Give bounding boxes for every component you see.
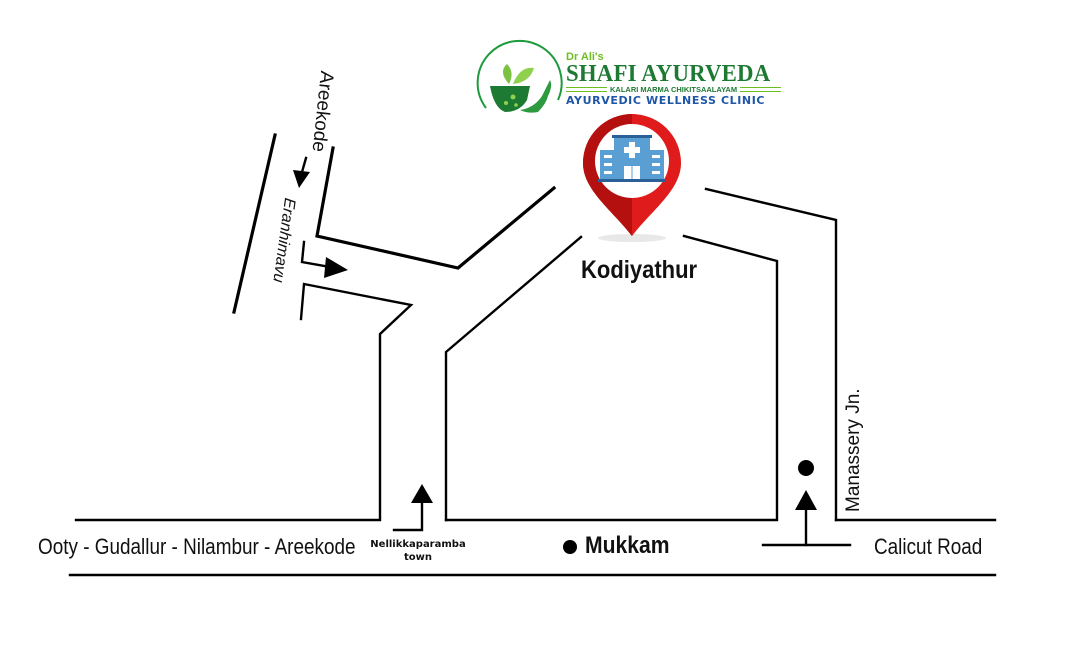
town-sub: town	[403, 552, 432, 563]
road-edge	[315, 146, 557, 270]
arrow-up-icon	[411, 484, 433, 503]
brand-prefix: Dr Ali's	[566, 51, 604, 63]
areekode-branch	[232, 133, 557, 314]
road-label-calicut: Calicut Road	[874, 534, 983, 559]
direction-arrows	[293, 156, 852, 554]
road-edge	[74, 282, 414, 522]
brand-logo: Dr Ali's SHAFI AYURVEDA KALARI MARMA CHI…	[566, 51, 782, 108]
road-edge	[232, 133, 277, 314]
hospital-location-pin-icon	[583, 114, 681, 242]
town-name: Nellikkaparamba	[370, 539, 466, 550]
road-edge	[704, 187, 838, 522]
place-label-nellikkaparamba: Nellikkaparamba town	[366, 538, 470, 564]
brand-name: SHAFI AYURVEDA	[566, 61, 771, 87]
brand-subtitle: KALARI MARMA CHIKITSAALAYAM	[610, 85, 738, 94]
destination-label: Kodiyathur	[581, 256, 698, 284]
mukkam-dot-icon	[563, 540, 577, 554]
divider	[566, 87, 608, 92]
road-edge	[444, 235, 583, 522]
arrow-up-icon	[795, 490, 817, 510]
arrow-down-icon	[293, 170, 310, 188]
place-label-manassery: Manassery Jn.	[843, 388, 864, 512]
brand-tagline: AYURVEDIC WELLNESS CLINIC	[566, 94, 766, 107]
junction-dot-icon	[798, 460, 814, 476]
road-label-west: Ooty - Gudallur - Nilambur - Areekode	[38, 534, 356, 559]
divider	[740, 87, 782, 92]
road-edge	[444, 234, 779, 522]
brand-subtitle-row: KALARI MARMA CHIKITSAALAYAM	[566, 85, 782, 94]
arrow-right-icon	[324, 257, 348, 278]
place-label-mukkam: Mukkam	[585, 532, 670, 559]
main-road	[68, 187, 997, 577]
mortar-leaf-hand-icon	[476, 39, 563, 113]
